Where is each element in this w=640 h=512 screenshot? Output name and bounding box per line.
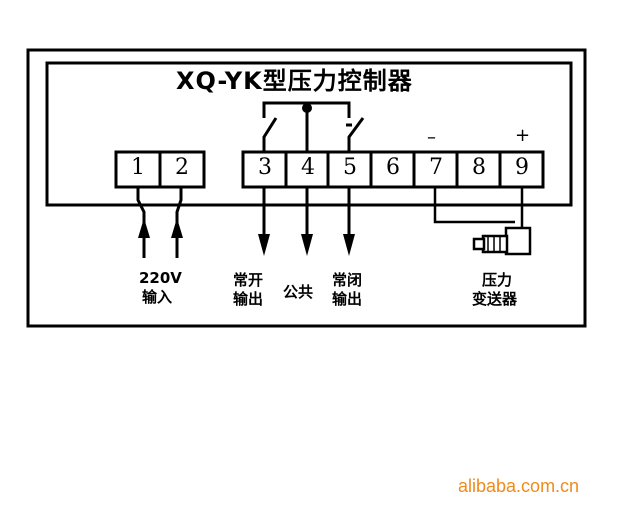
controller-body <box>45 61 573 207</box>
terminal-5-label: 5 <box>343 155 357 180</box>
terminal-block-main <box>241 150 545 189</box>
output-wires <box>262 187 351 240</box>
terminal-1-label: 1 <box>131 155 145 180</box>
minus-sign: – <box>427 127 436 148</box>
outer-frame <box>26 48 587 328</box>
arrow-up-icon <box>171 218 183 238</box>
common-label: 公共 <box>283 283 314 301</box>
arrow-down-icon <box>301 234 313 256</box>
power-input-label-line2: 输入 <box>142 288 173 306</box>
terminal-block-power <box>114 150 206 189</box>
transmitter-label-line2: 变送器 <box>472 290 518 308</box>
arrow-down-icon <box>258 234 270 256</box>
common-junction-dot <box>302 103 312 113</box>
terminal-8-label: 8 <box>472 155 486 180</box>
transmitter-wires <box>433 187 524 232</box>
diagram-title: XQ-YK型压力控制器 <box>176 67 413 95</box>
arrow-down-icon <box>343 234 355 256</box>
plus-sign: + <box>515 125 531 146</box>
terminal-6-label: 6 <box>386 155 400 180</box>
terminal-3-label: 3 <box>258 155 272 180</box>
power-input-label-line1: 220V <box>139 269 182 287</box>
arrow-up-icon <box>138 218 150 238</box>
relay-contacts <box>262 101 365 152</box>
normally-open-label-line1: 常开 <box>233 271 264 289</box>
terminal-7-label: 7 <box>429 155 443 180</box>
normally-closed-label-line2: 输出 <box>332 290 363 308</box>
normally-closed-label-line1: 常闭 <box>332 271 363 289</box>
terminal-2-label: 2 <box>175 155 189 180</box>
pressure-transmitter-icon <box>472 226 532 256</box>
watermark-text: alibaba.com.cn <box>458 476 580 496</box>
terminal-9-label: 9 <box>515 155 529 180</box>
normally-open-label-line2: 输出 <box>233 290 264 308</box>
transmitter-label-line1: 压力 <box>482 271 513 289</box>
terminal-4-label: 4 <box>301 155 315 180</box>
